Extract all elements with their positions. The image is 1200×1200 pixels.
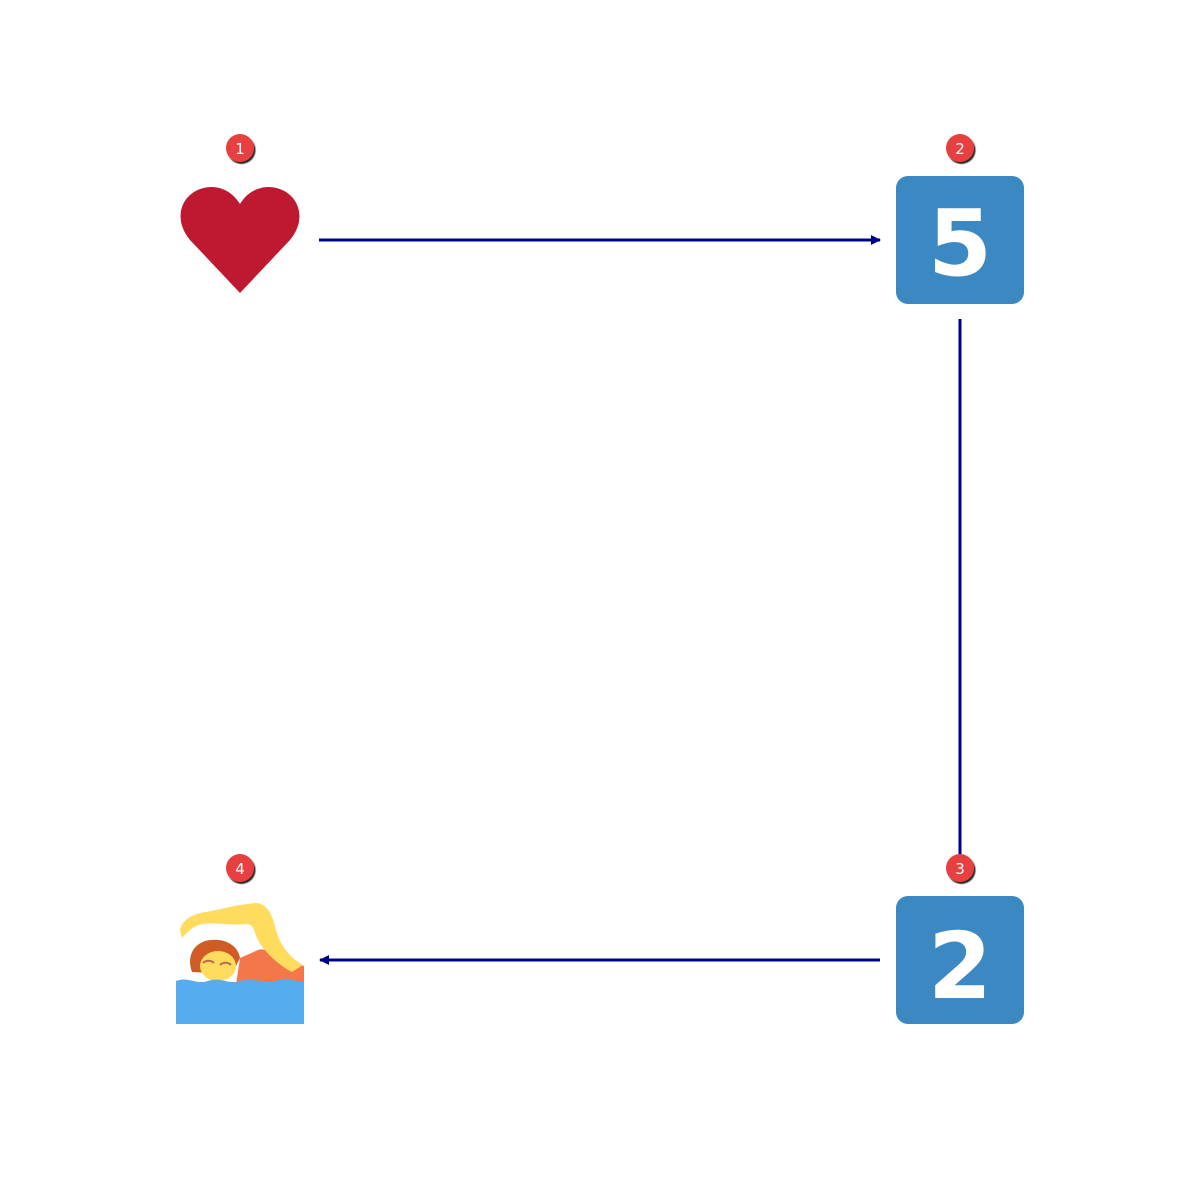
node-badge: 1 [226, 134, 254, 162]
node-3: 2 3 [896, 854, 1024, 1024]
node-badge-label: 3 [955, 860, 965, 878]
node-badge-label: 1 [235, 140, 245, 158]
person-swimming-icon [176, 903, 304, 1024]
node-badge-label: 2 [955, 140, 965, 158]
node-2: 5 2 [896, 134, 1024, 304]
node-4: 4 [176, 854, 304, 1024]
node-badge-label: 4 [235, 860, 245, 878]
node-badge: 3 [946, 854, 974, 882]
red-heart-icon [180, 187, 300, 293]
node-1: 1 [180, 134, 300, 293]
keycap-digit-five-icon: 5 [896, 176, 1024, 304]
node-badge: 2 [946, 134, 974, 162]
node-badge: 4 [226, 854, 254, 882]
keycap-digit-two-icon: 2 [896, 896, 1024, 1024]
keycap-digit-label: 2 [928, 913, 992, 1020]
keycap-digit-label: 5 [928, 190, 992, 297]
